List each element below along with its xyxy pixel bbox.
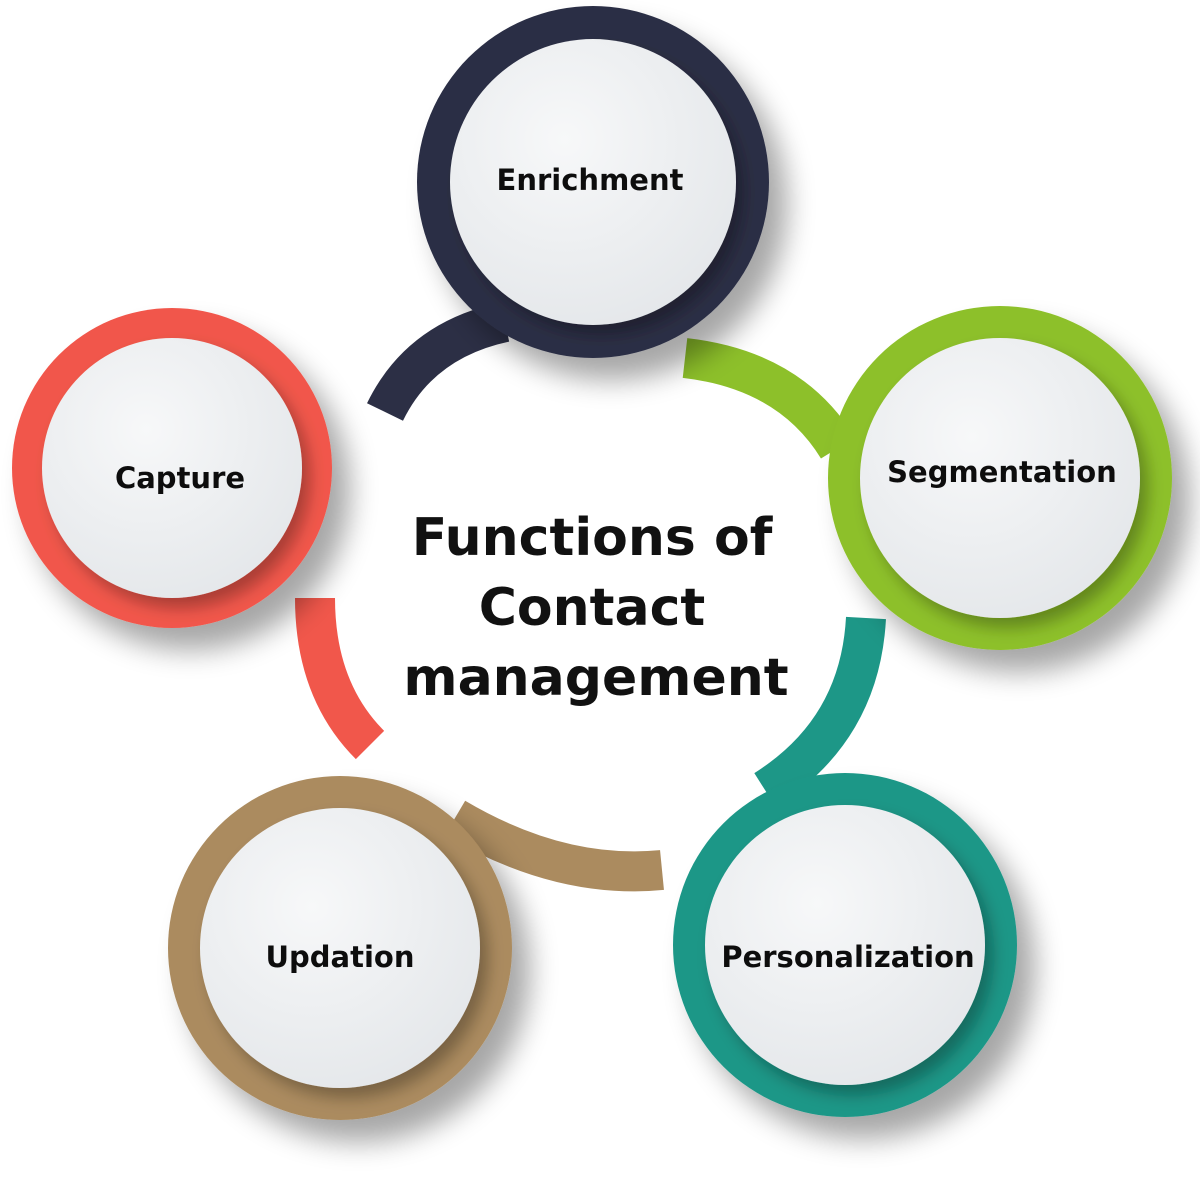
connector-arcs	[295, 302, 886, 892]
node-capture-disc	[42, 338, 302, 598]
node-updation: Updation	[168, 776, 512, 1120]
node-updation-disc	[200, 808, 480, 1088]
connector-segmentation	[682, 338, 856, 459]
node-segmentation-label: Segmentation	[887, 455, 1117, 489]
node-enrichment-disc	[450, 39, 736, 325]
node-personalization: Personalization	[673, 773, 1017, 1117]
center-title-line-3: management	[403, 648, 788, 708]
connector-personalization	[754, 616, 886, 807]
connector-capture	[295, 597, 385, 760]
connector-enrichment	[367, 302, 510, 422]
center-title-line-2: Contact	[479, 578, 706, 638]
center-title-line-1: Functions of	[412, 508, 774, 568]
connector-updation	[444, 800, 664, 892]
node-enrichment: Enrichment	[417, 6, 769, 358]
node-updation-label: Updation	[265, 940, 414, 974]
node-segmentation-disc	[860, 338, 1140, 618]
node-capture: Capture	[12, 308, 332, 628]
node-personalization-label: Personalization	[721, 940, 974, 974]
node-enrichment-label: Enrichment	[497, 163, 684, 197]
center-title: Functions of Contact management	[403, 508, 788, 708]
node-segmentation: Segmentation	[828, 306, 1172, 650]
node-personalization-disc	[705, 805, 985, 1085]
node-capture-label: Capture	[115, 461, 245, 495]
